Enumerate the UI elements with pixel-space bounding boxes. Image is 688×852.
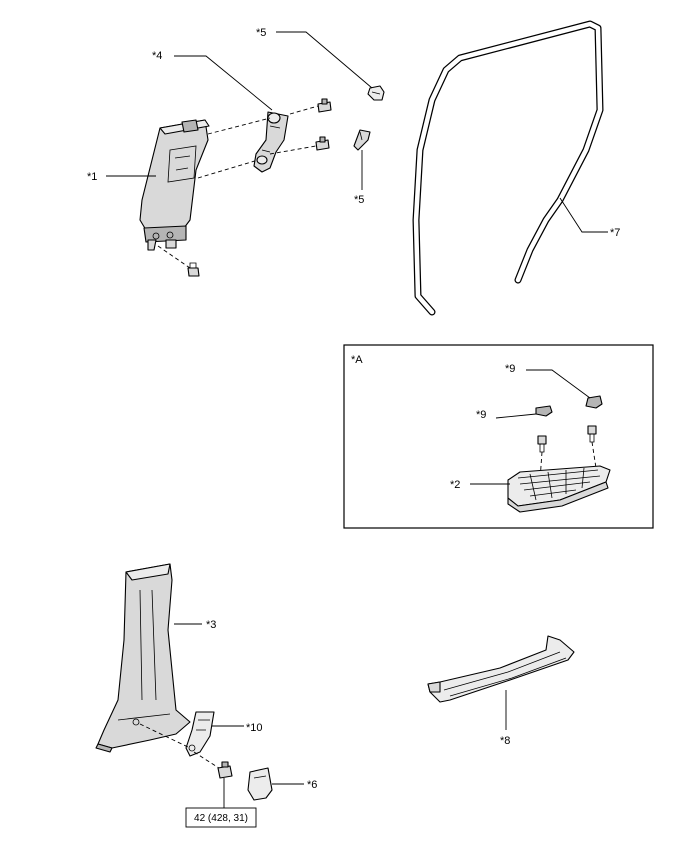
leader-lines [106,31,608,808]
callout-4: *4 [152,50,162,62]
callout-8: *8 [500,735,510,747]
callout-7: *7 [610,227,620,239]
part-3-center-pillar-garnish [95,563,191,753]
callout-5-bottom: *5 [354,194,364,206]
bolt-grip-lower [315,136,330,151]
bolt-lower-left [187,262,200,277]
part-5-cover-top [367,85,385,101]
callout-3: *3 [206,619,216,631]
part-9-cap-right [585,395,603,409]
callout-1: *1 [87,171,97,183]
bolt-grip-upper [317,98,332,113]
bolt-inset-left [537,435,547,453]
callout-5-top: *5 [256,27,266,39]
part-7-weatherstrip [412,20,604,316]
callout-9-left: *9 [476,409,486,421]
callout-2: *2 [450,479,460,491]
callout-10: *10 [246,722,263,734]
part-6-cover [247,767,273,801]
part-10-belt-anchor [185,711,215,757]
part-4-assist-grip [253,111,289,173]
inset-a-box [343,344,654,529]
part-8-scuff-plate [427,635,575,703]
part-5-cover-clip [353,129,371,151]
torque-spec-box: 42 (428, 31) [185,807,257,828]
part-2-scuff-plate [507,465,611,513]
bolt-inset-right [587,425,597,443]
inset-label: *A [351,354,363,366]
bolt-torque [217,761,233,779]
callout-6: *6 [307,779,317,791]
callout-9-top: *9 [505,363,515,375]
part-1-pillar-garnish [139,119,210,251]
torque-spec-text: 42 (428, 31) [194,813,248,824]
part-9-cap-left [535,405,553,417]
